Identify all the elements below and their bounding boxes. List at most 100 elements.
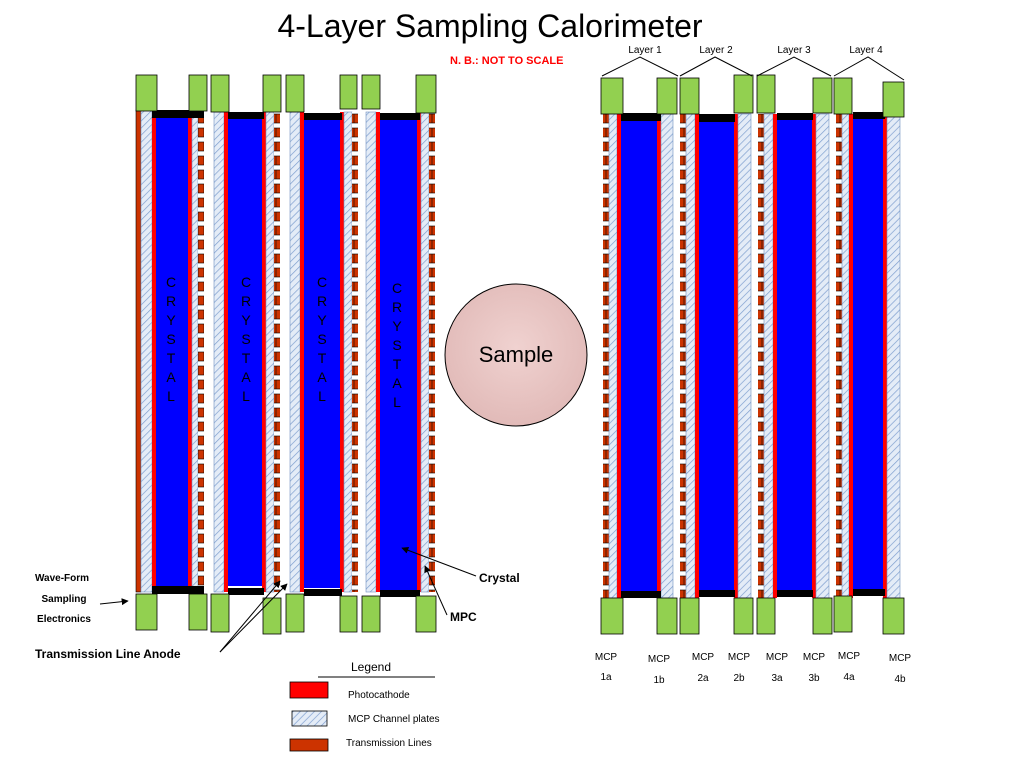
left-endcap bbox=[285, 593, 305, 633]
left-blackbar bbox=[228, 588, 264, 595]
left-endcap bbox=[210, 74, 230, 113]
crystal-letter: A bbox=[392, 375, 402, 391]
left-endcap bbox=[285, 74, 305, 113]
crystal-letter: R bbox=[392, 299, 402, 315]
right-crystal-4 bbox=[853, 119, 883, 590]
crystal-letter: L bbox=[242, 388, 250, 404]
left-crystal-3 bbox=[304, 120, 340, 588]
crystal-letter: Y bbox=[317, 312, 327, 328]
right-blackbar bbox=[853, 112, 885, 119]
left-mcp-plate bbox=[140, 109, 153, 593]
right-crystal-2 bbox=[699, 122, 734, 590]
left-assembly: C R Y S T A L C R Y S T A L C R Y S T A … bbox=[135, 74, 437, 635]
left-endcap bbox=[262, 597, 282, 635]
left-endcap bbox=[339, 74, 358, 110]
crystal-annotation: Crystal bbox=[479, 571, 520, 585]
crystal-letters-3: C R Y S T A L bbox=[317, 274, 327, 404]
right-blackbar bbox=[621, 591, 661, 598]
mcp-label-bottom: 2a bbox=[697, 673, 709, 684]
left-transmission-line bbox=[198, 110, 204, 592]
right-blackbar bbox=[853, 589, 885, 596]
right-transmission-line bbox=[603, 114, 609, 598]
right-endcap bbox=[733, 597, 754, 635]
right-photocathode bbox=[695, 114, 699, 598]
wave-form-label: Wave-Form bbox=[35, 573, 89, 584]
right-crystal-1 bbox=[621, 121, 657, 591]
right-photocathode bbox=[812, 114, 816, 598]
right-endcap bbox=[756, 597, 776, 635]
right-transmission-line bbox=[680, 114, 686, 598]
left-endcap bbox=[361, 595, 381, 633]
layer-label-3: Layer 3 bbox=[777, 45, 811, 56]
right-photocathode bbox=[883, 114, 887, 598]
left-crystal-2 bbox=[228, 118, 262, 586]
crystal-letter: R bbox=[241, 293, 251, 309]
left-blackbar bbox=[152, 586, 204, 594]
left-endcap bbox=[415, 595, 437, 633]
crystal-letter: T bbox=[167, 350, 176, 366]
left-module-3 bbox=[285, 74, 358, 633]
left-blackbar bbox=[380, 113, 420, 120]
crystal-letter: Y bbox=[166, 312, 176, 328]
crystal-letter: S bbox=[166, 331, 175, 347]
mcp-label-top: MCP bbox=[803, 652, 826, 663]
crystal-letter: S bbox=[392, 337, 401, 353]
sample-circle bbox=[444, 283, 588, 427]
left-module-1 bbox=[135, 74, 208, 631]
mcp-label-bottom: 2b bbox=[733, 673, 745, 684]
left-mcp-plate bbox=[191, 109, 199, 593]
mcp-label-top: MCP bbox=[838, 651, 861, 662]
legend: Legend Photocathode MCP Channel plates T… bbox=[289, 660, 440, 752]
legend-swatch-photocathode bbox=[289, 681, 329, 699]
layer-bracket-1 bbox=[601, 56, 679, 77]
left-mcp-plate bbox=[289, 111, 301, 593]
crystal-letter: Y bbox=[392, 318, 402, 334]
right-endcap bbox=[679, 77, 700, 115]
page-title: 4-Layer Sampling Calorimeter bbox=[277, 8, 703, 44]
right-endcap bbox=[600, 77, 624, 115]
right-module-3 bbox=[756, 74, 833, 635]
left-blackbar bbox=[228, 112, 264, 119]
legend-item-mcp: MCP Channel plates bbox=[348, 714, 440, 725]
right-transmission-line bbox=[758, 114, 764, 598]
crystal-letters-4: C R Y S T A L bbox=[392, 280, 402, 410]
crystal-letters-2: C R Y S T A L bbox=[241, 274, 251, 404]
wave-form-label: Electronics bbox=[37, 614, 91, 625]
right-blackbar bbox=[621, 113, 661, 121]
left-mcp-plate bbox=[365, 111, 377, 593]
left-photocathode bbox=[340, 112, 344, 592]
left-endcap bbox=[361, 74, 381, 110]
crystal-letter: Y bbox=[241, 312, 251, 328]
right-mcp-plate bbox=[815, 113, 830, 599]
layer-brackets: Layer 1 Layer 2 Layer 3 Layer 4 bbox=[601, 45, 905, 81]
layer-label-4: Layer 4 bbox=[849, 45, 883, 56]
layer-bracket-3 bbox=[756, 56, 832, 77]
left-crystal-1 bbox=[156, 118, 188, 586]
crystal-letter: S bbox=[317, 331, 326, 347]
right-mcp-plate bbox=[685, 113, 696, 599]
right-assembly bbox=[600, 74, 905, 635]
crystal-letter: C bbox=[241, 274, 251, 290]
mcp-label-bottom: 3b bbox=[808, 673, 820, 684]
right-mcp-plate bbox=[608, 113, 618, 599]
right-module-4 bbox=[833, 77, 905, 635]
mcp-label-top: MCP bbox=[648, 654, 671, 665]
right-endcap bbox=[812, 77, 833, 114]
mcp-label-bottom: 3a bbox=[771, 673, 783, 684]
wave-form-arrow bbox=[99, 598, 129, 606]
left-module-2 bbox=[210, 74, 282, 635]
mcp-label-top: MCP bbox=[595, 652, 618, 663]
left-crystal-4 bbox=[380, 120, 417, 590]
crystal-arrow bbox=[401, 546, 477, 577]
left-mcp-plate bbox=[343, 111, 353, 593]
right-photocathode bbox=[734, 114, 738, 598]
left-photocathode bbox=[300, 112, 304, 592]
mpc-annotation: MPC bbox=[450, 610, 477, 624]
left-transmission-line bbox=[274, 112, 280, 592]
left-endcap bbox=[262, 74, 282, 113]
annotations: Wave-Form Sampling Electronics Crystal M… bbox=[35, 546, 520, 661]
left-photocathode bbox=[188, 110, 192, 592]
left-photocathode bbox=[417, 112, 421, 592]
mcp-label-top: MCP bbox=[692, 652, 715, 663]
crystal-letter: R bbox=[166, 293, 176, 309]
